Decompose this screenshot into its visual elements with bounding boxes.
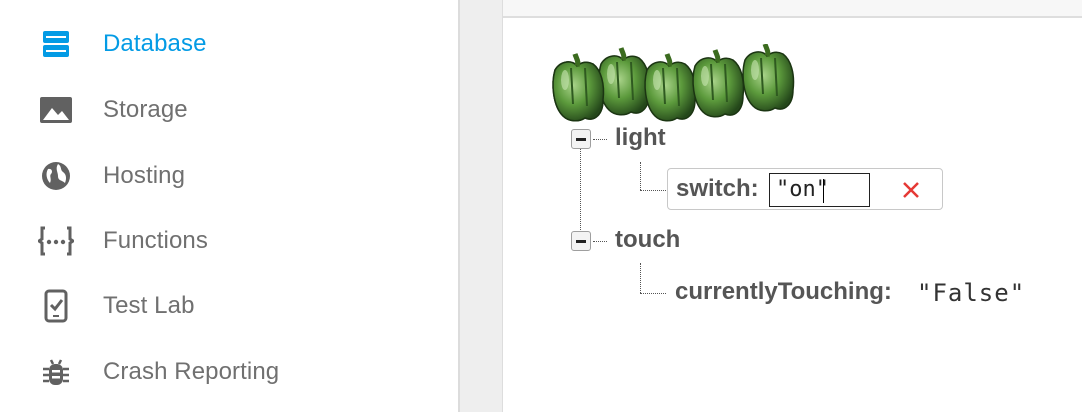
minus-icon: [576, 137, 586, 141]
bug-icon: [38, 354, 74, 390]
collapse-toggle-touch[interactable]: [571, 231, 591, 251]
peppers-image: [549, 44, 799, 122]
sidebar-item-crash-reporting[interactable]: Crash Reporting: [0, 342, 458, 402]
functions-icon: [38, 223, 74, 259]
tree-connector: [593, 241, 607, 242]
sidebar-item-label: Test Lab: [103, 292, 195, 319]
panel-divider: [458, 0, 460, 412]
tree-connector: [640, 263, 641, 293]
tree-connector: [580, 148, 581, 238]
sidebar-item-database[interactable]: Database: [0, 14, 458, 74]
value-input-text: "on": [776, 177, 829, 202]
node-key-light[interactable]: light: [615, 124, 666, 151]
panel-gutter[interactable]: [460, 0, 502, 412]
tree-connector: [640, 162, 641, 190]
sidebar-item-hosting[interactable]: Hosting: [0, 146, 458, 206]
tree-connector: [640, 190, 666, 191]
database-viewer: light switch: "on" touch currentlyTouchi…: [503, 0, 1082, 412]
close-icon: [903, 182, 919, 198]
edit-node-switch: switch: "on": [667, 168, 943, 210]
node-key-currentlyTouching[interactable]: currentlyTouching:: [675, 278, 892, 305]
minus-icon: [576, 239, 586, 243]
globe-icon: [38, 158, 74, 194]
image-icon: [38, 92, 74, 128]
node-key-switch: switch:: [676, 175, 759, 202]
sidebar: Database Storage Hosting: [0, 0, 458, 412]
tree-connector: [593, 139, 607, 140]
delete-button[interactable]: [896, 175, 926, 205]
test-lab-icon: [38, 288, 74, 324]
sidebar-item-test-lab[interactable]: Test Lab: [0, 276, 458, 336]
sidebar-item-label: Crash Reporting: [103, 358, 280, 385]
sidebar-item-storage[interactable]: Storage: [0, 80, 458, 140]
text-caret: [823, 179, 824, 203]
tree-connector: [640, 293, 666, 294]
panel-divider-right: [502, 0, 503, 412]
sidebar-item-label: Functions: [103, 227, 208, 254]
database-icon: [38, 26, 74, 62]
sidebar-item-label: Hosting: [103, 162, 186, 189]
sidebar-item-label: Storage: [103, 96, 188, 123]
sidebar-item-functions[interactable]: Functions: [0, 211, 458, 271]
collapse-toggle-light[interactable]: [571, 129, 591, 149]
sidebar-item-label: Database: [103, 30, 207, 57]
top-toolbar: [503, 0, 1082, 18]
node-key-touch[interactable]: touch: [615, 226, 681, 253]
node-value-currentlyTouching[interactable]: "False": [917, 279, 1026, 307]
value-input[interactable]: "on": [769, 173, 870, 207]
